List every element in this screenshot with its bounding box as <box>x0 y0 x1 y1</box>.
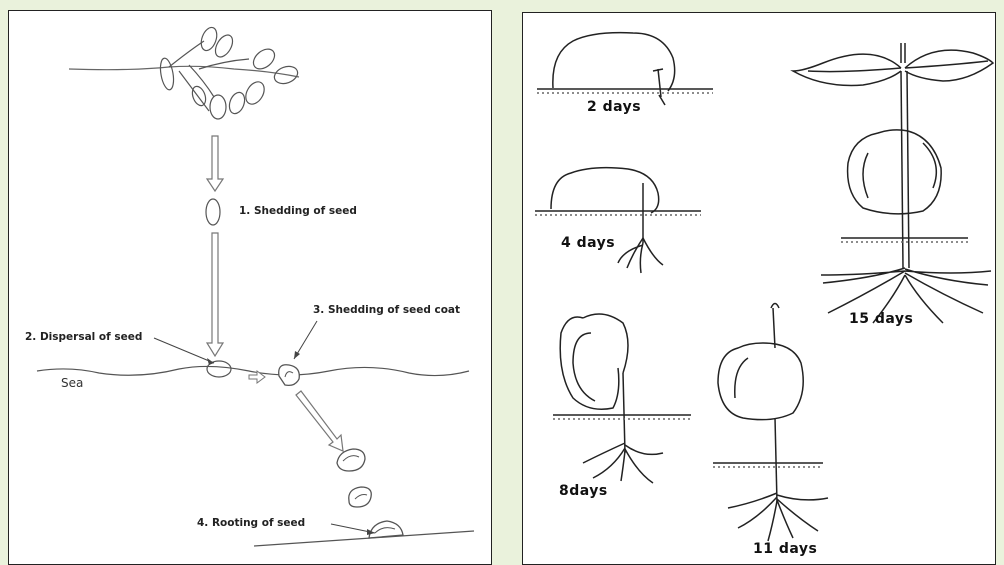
dispersal-diagram-panel: 1. Shedding of seed 2. Dispersal of seed… <box>8 10 492 565</box>
stage-label-15-days: 15 days <box>849 311 913 327</box>
dispersal-drawing <box>9 11 492 565</box>
stage-label-4-days: 4 days <box>561 235 615 251</box>
step-label-dispersal-of-seed: 2. Dispersal of seed <box>25 331 142 343</box>
stage-label-11-days: 11 days <box>753 541 817 557</box>
stage-label-8days: 8days <box>559 483 608 499</box>
germination-diagram-panel: 2 days 4 days 8days 11 days 15 days <box>522 12 996 565</box>
step-label-shedding-of-seed-coat: 3. Shedding of seed coat <box>313 304 460 316</box>
stage-label-2-days: 2 days <box>587 99 641 115</box>
sea-label: Sea <box>61 376 83 390</box>
step-label-rooting-of-seed: 4. Rooting of seed <box>197 517 305 529</box>
step-label-shedding-of-seed: 1. Shedding of seed <box>239 205 357 217</box>
